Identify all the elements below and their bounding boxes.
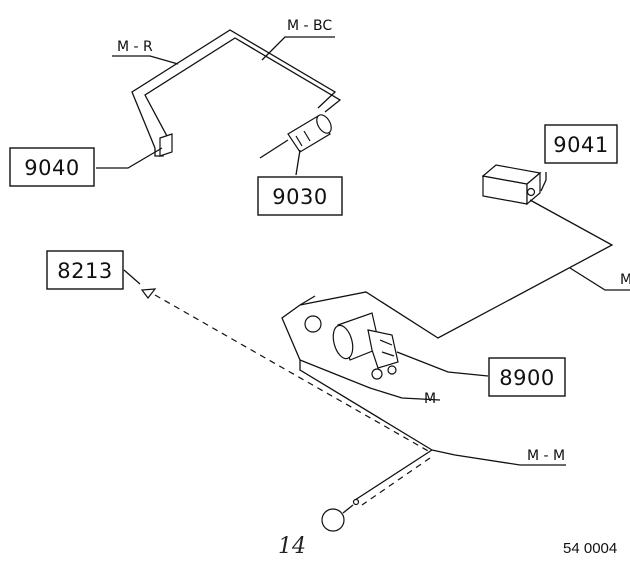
callout-8213: 8213	[46, 250, 124, 290]
label-m-m: M - M	[527, 448, 565, 464]
label-m-bc: M - BC	[287, 18, 332, 34]
label-m-right: M	[620, 272, 630, 288]
dashed-line-8213	[123, 269, 431, 453]
page-number: 14	[278, 534, 306, 559]
label-m-r: M - R	[117, 39, 153, 55]
callout-9030: 9030	[257, 176, 343, 216]
callout-9041-label: 9041	[553, 133, 608, 157]
label-m-lower: M	[424, 391, 436, 407]
callout-9041: 9041	[544, 124, 618, 164]
drawing-code: 54 0004	[563, 540, 617, 557]
sensor-9030	[259, 114, 332, 176]
callout-8900: 8900	[488, 357, 566, 397]
callout-8900-label: 8900	[499, 366, 554, 390]
callout-8213-label: 8213	[57, 259, 112, 283]
sensor-9040	[96, 133, 173, 169]
harness-lower	[299, 360, 566, 532]
callout-9040: 9040	[9, 147, 95, 187]
module-9041	[299, 164, 630, 339]
callout-9030-label: 9030	[272, 185, 327, 209]
callout-9040-label: 9040	[24, 156, 79, 180]
motor-8900	[281, 295, 489, 401]
harness-upper-left	[112, 29, 342, 157]
